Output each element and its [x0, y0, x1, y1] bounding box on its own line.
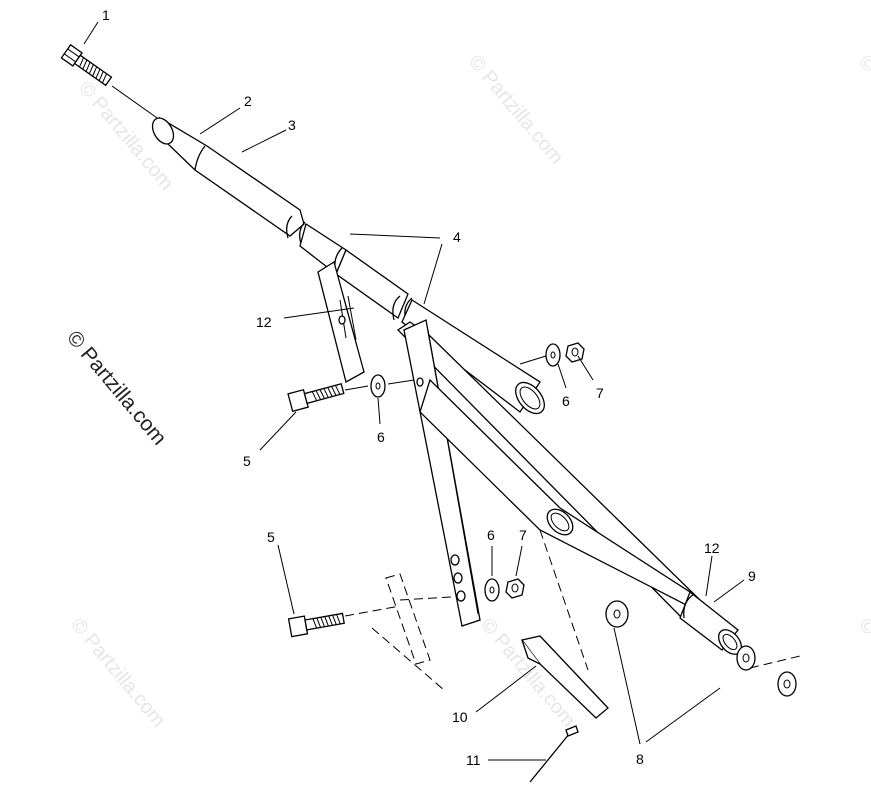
part-5-lower-bolt [287, 573, 469, 691]
part-11-pin [529, 725, 579, 783]
callout-6-lower: 6 [487, 527, 495, 543]
callout-12-lower: 12 [704, 540, 720, 556]
callout-9: 9 [748, 568, 756, 584]
callout-6-upper-right: 6 [562, 393, 570, 409]
lower-tube [419, 378, 742, 655]
watermark-faint-3: © Partzilla.com [854, 51, 871, 168]
callout-3: 3 [288, 117, 296, 133]
callouts: 1 2 3 4 12 6 7 5 6 5 6 7 12 9 10 11 8 [102, 7, 756, 768]
part-5-upper-bolt [287, 382, 369, 413]
part-10-bracket [520, 529, 609, 719]
hanger-holes [338, 315, 466, 602]
part-6-7-upper-hardware [519, 342, 585, 367]
callout-11: 11 [466, 752, 481, 768]
watermark-faint-4: © Partzilla.com [66, 614, 169, 731]
watermark-main: © Partzilla.com [62, 326, 171, 449]
callout-4: 4 [453, 229, 461, 245]
callout-5-upper: 5 [243, 453, 251, 469]
watermark-faint-6: © Partzilla.com [854, 614, 871, 731]
leader-lines [83, 21, 745, 761]
callout-1: 1 [102, 7, 110, 23]
callout-12-upper: 12 [256, 314, 272, 330]
part-1-bolt [60, 43, 161, 121]
callout-7-upper: 7 [596, 385, 604, 401]
part-6-7-lower-hardware [484, 578, 525, 602]
watermark-faint-2: © Partzilla.com [464, 51, 567, 168]
callout-6-left: 6 [377, 429, 385, 445]
main-tube [151, 116, 701, 627]
callout-8: 8 [636, 751, 644, 767]
callout-10: 10 [452, 709, 468, 725]
part-8-washers [605, 600, 801, 697]
callout-7-lower: 7 [519, 527, 527, 543]
callout-2: 2 [244, 93, 252, 109]
part-6-washer-left [370, 374, 415, 398]
callout-5-lower: 5 [267, 529, 275, 545]
